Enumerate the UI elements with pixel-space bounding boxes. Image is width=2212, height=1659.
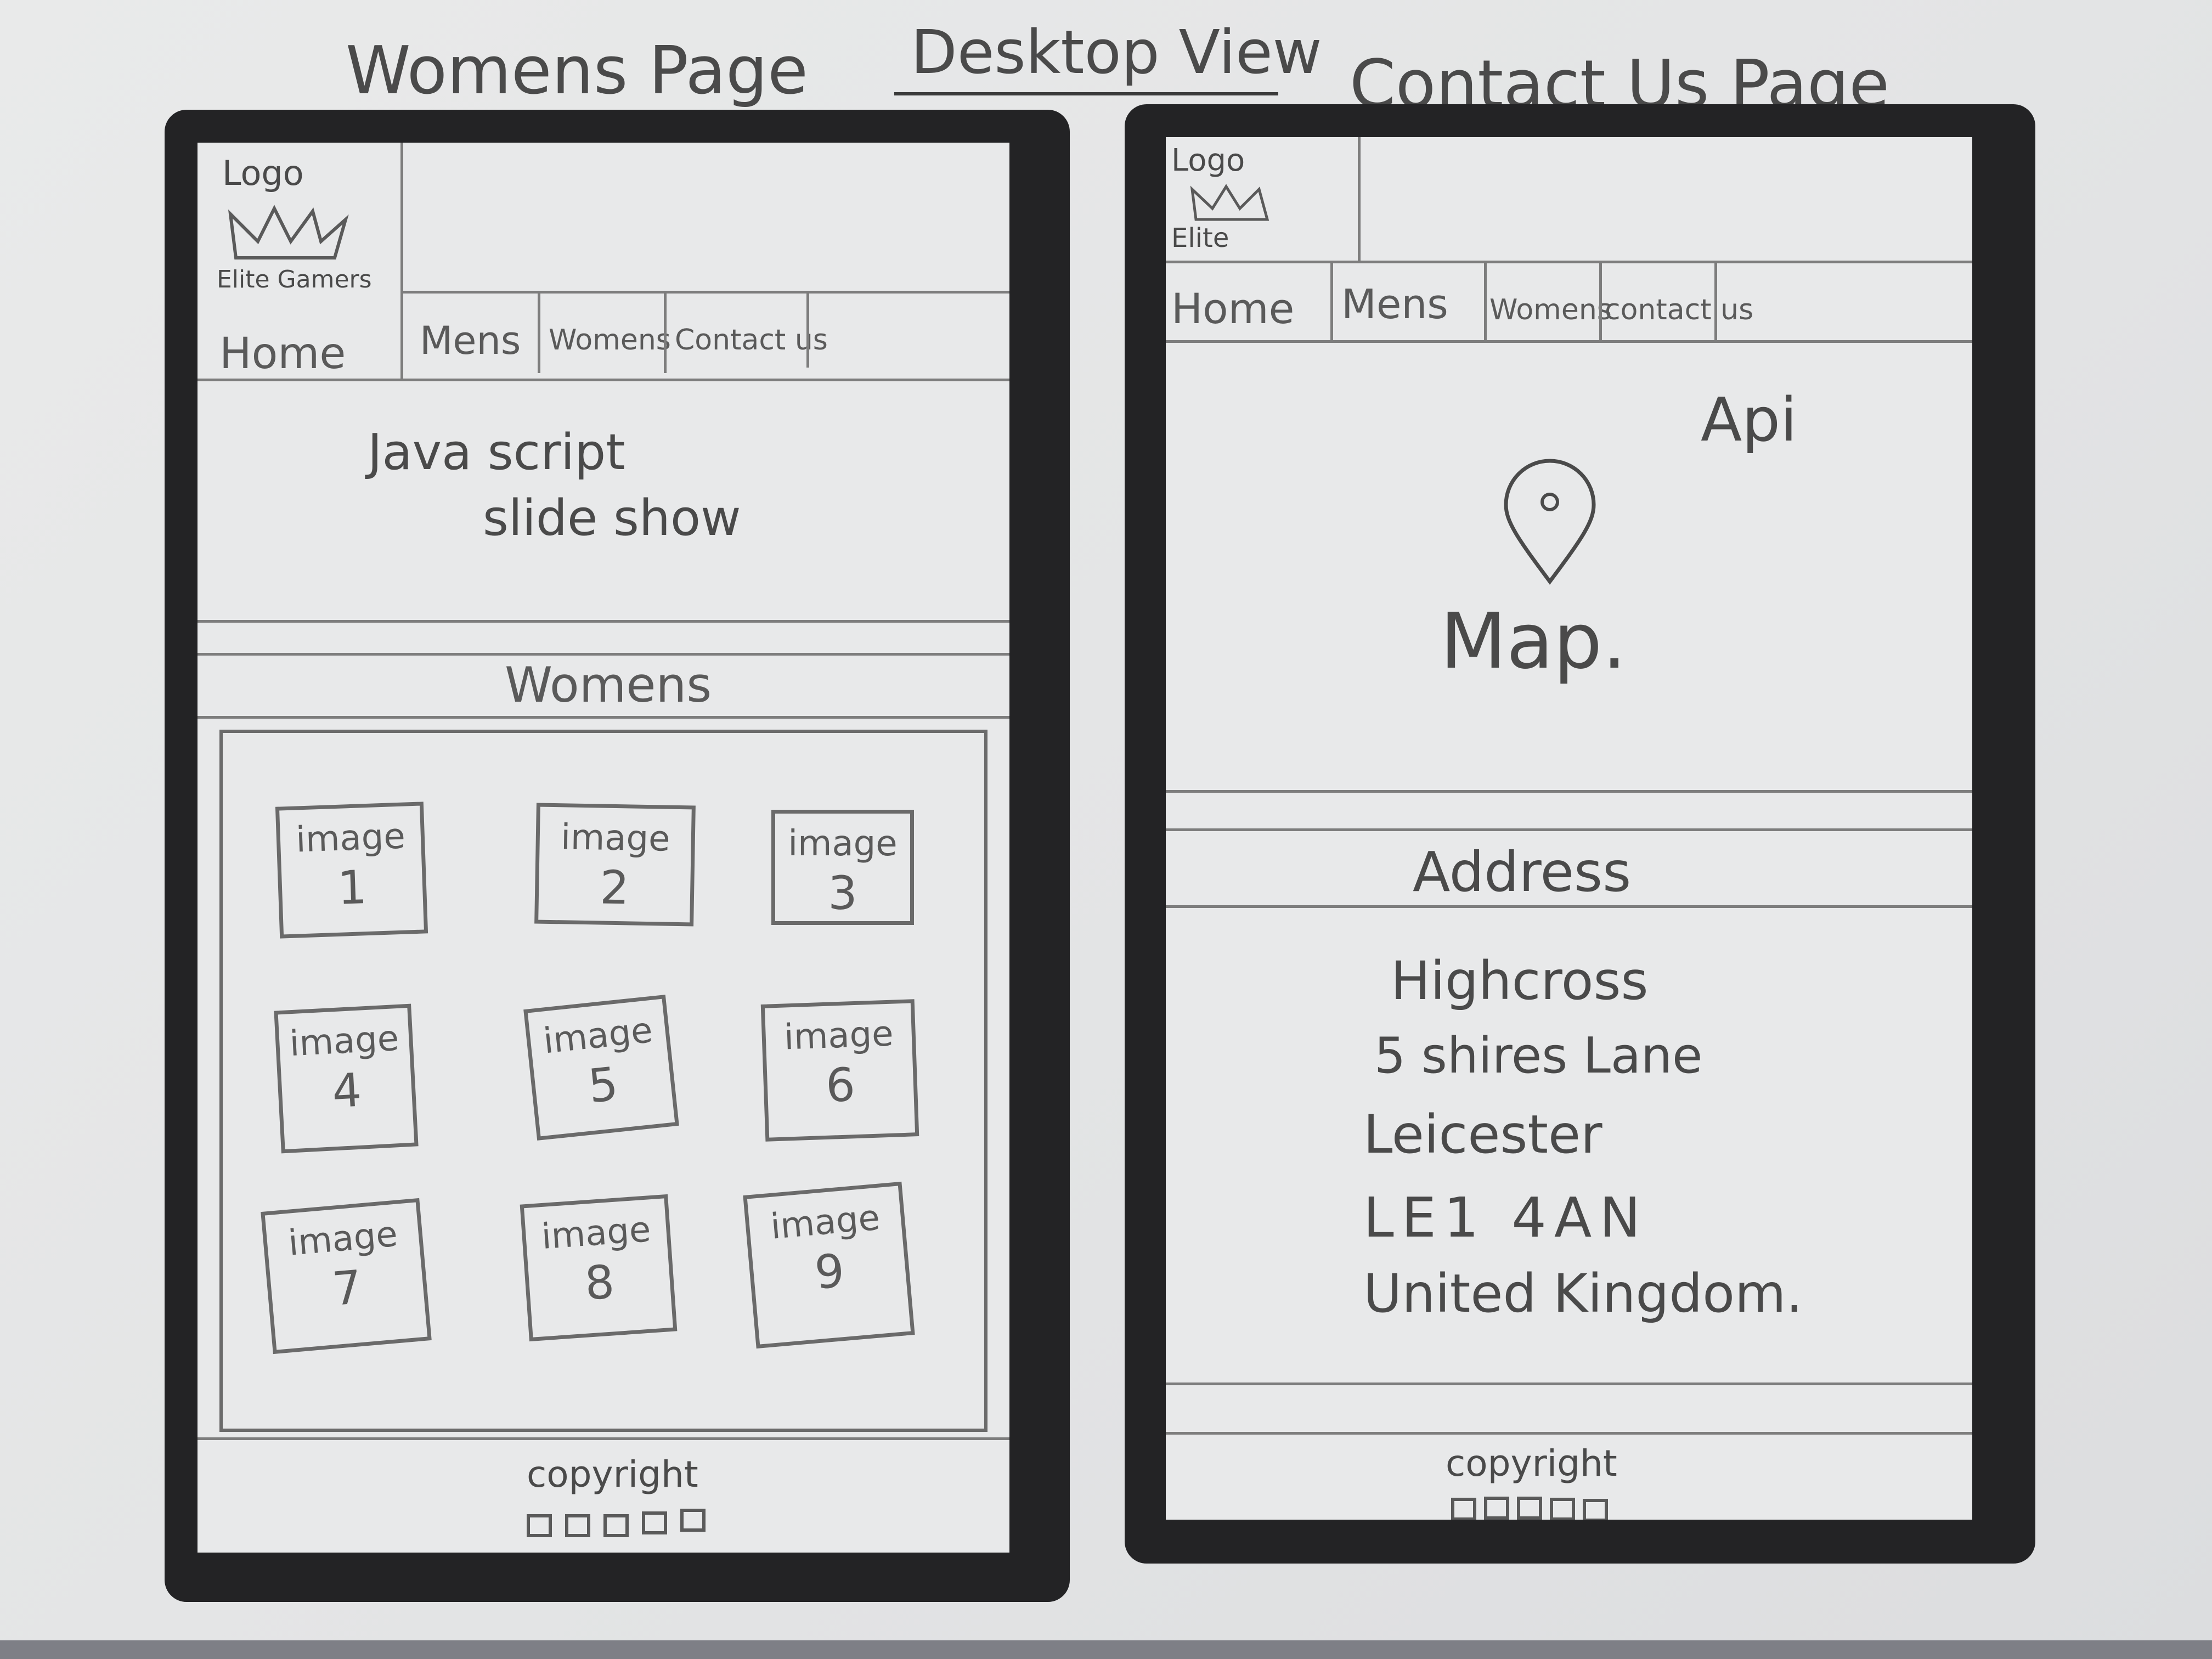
nav-divider-3: [664, 291, 667, 373]
address-line-3: Leicester: [1363, 1104, 1602, 1165]
address-heading: Address: [1413, 840, 1632, 904]
social-icon-1[interactable]: [527, 1514, 552, 1537]
nav-womens[interactable]: Womens: [1489, 294, 1612, 326]
address-heading-bottom-line: [1166, 905, 1972, 908]
address-top-line: [1166, 828, 1972, 831]
womens-page-screen: Logo Elite Gamers Home Mens Womens Conta…: [198, 143, 1009, 1553]
social-icon-4[interactable]: [642, 1511, 667, 1534]
desktop-view-title: Desktop View: [911, 17, 1322, 87]
nav-home[interactable]: Home: [219, 329, 346, 379]
nav-divider-1: [1330, 261, 1333, 340]
desktop-view-underline: [894, 92, 1278, 95]
nav-divider-2: [538, 291, 540, 373]
social-icon-3[interactable]: [603, 1514, 629, 1537]
nav-mens[interactable]: Mens: [420, 318, 521, 363]
nav-contact-us[interactable]: contact us: [1605, 294, 1754, 326]
nav-divider-2: [1484, 261, 1487, 340]
nav-top-line: [1166, 261, 1972, 263]
nav-mens[interactable]: Mens: [1341, 281, 1448, 328]
social-icon-2[interactable]: [1484, 1497, 1509, 1520]
footer-top-line: [198, 1437, 1009, 1440]
footer-copyright: copyright: [1446, 1442, 1617, 1485]
social-icon-5[interactable]: [680, 1509, 706, 1532]
section-top-line: [198, 653, 1009, 656]
logo-label: Logo: [222, 153, 304, 193]
logo-divider: [1358, 137, 1361, 263]
crown-logo-icon: [1190, 184, 1269, 221]
slideshow-line-1: Java script: [368, 424, 625, 481]
nav-top-line: [400, 291, 1009, 294]
address-bottom-line: [1166, 1383, 1972, 1385]
footer-top-line: [1166, 1432, 1972, 1435]
slideshow-line-2: slide show: [483, 489, 741, 547]
section-bottom-line: [198, 716, 1009, 719]
map-label: Map.: [1440, 597, 1627, 686]
api-label: Api: [1701, 385, 1797, 455]
address-line-1: Highcross: [1391, 950, 1649, 1012]
contact-page-screen: Logo Elite Home Mens Womens contact us A…: [1166, 137, 1972, 1520]
womens-section-heading: Womens: [505, 657, 712, 713]
crown-logo-icon: [228, 205, 349, 259]
nav-divider-4: [1714, 261, 1717, 340]
nav-bottom-line: [198, 379, 1009, 381]
logo-divider: [400, 143, 403, 379]
social-icon-3[interactable]: [1517, 1497, 1542, 1520]
contact-page-frame: Logo Elite Home Mens Womens contact us A…: [1125, 104, 2035, 1564]
brand-text: Elite: [1171, 223, 1229, 253]
footer-copyright: copyright: [527, 1453, 698, 1496]
womens-page-title: Womens Page: [346, 33, 808, 109]
logo-label: Logo: [1171, 143, 1245, 178]
map-pin-icon[interactable]: [1495, 455, 1605, 598]
slideshow-bottom-line: [198, 620, 1009, 623]
nav-divider-4: [806, 291, 809, 368]
brand-text: Elite Gamers: [217, 266, 372, 294]
address-line-4: LE1 4AN: [1363, 1186, 1649, 1250]
nav-womens[interactable]: Womens: [549, 324, 671, 357]
social-icon-1[interactable]: [1451, 1498, 1476, 1520]
social-icon-4[interactable]: [1550, 1498, 1575, 1520]
nav-bottom-line: [1166, 340, 1972, 343]
nav-divider-3: [1599, 261, 1602, 340]
address-line-2: 5 shires Lane: [1374, 1027, 1703, 1085]
address-line-5: United Kingdom.: [1363, 1263, 1803, 1324]
nav-contact-us[interactable]: Contact us: [675, 324, 828, 357]
nav-divider-1: [400, 291, 403, 379]
map-bottom-line: [1166, 790, 1972, 793]
social-icon-2[interactable]: [565, 1514, 590, 1537]
social-icon-5[interactable]: [1583, 1499, 1608, 1520]
nav-home[interactable]: Home: [1171, 284, 1295, 333]
womens-page-frame: Logo Elite Gamers Home Mens Womens Conta…: [165, 110, 1070, 1602]
